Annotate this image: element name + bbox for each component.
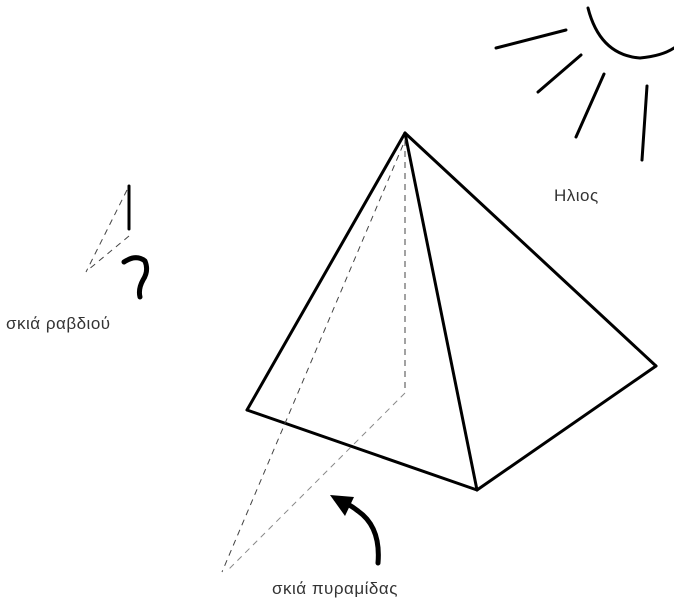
pyramid-shadow-label: σκιά πυραμίδας	[272, 579, 398, 598]
sun-icon	[494, 6, 674, 162]
pyramid-base-front-right	[475, 364, 658, 492]
sun-ray-4	[640, 84, 649, 162]
sun-arc	[586, 6, 674, 60]
stick-shadow-label: σκιά ραβδιού	[6, 314, 111, 333]
pyramid-edge-front	[403, 131, 479, 492]
stick-shadow-arrow-icon	[121, 255, 150, 300]
pyramid-sun-ray	[221, 144, 404, 573]
stick-group	[85, 184, 150, 300]
sun-label: Ηλιος	[554, 186, 599, 205]
sun-ray-3	[574, 72, 606, 139]
pyramid-shadow-arrowhead	[330, 495, 354, 516]
pyramid-shadow-lines	[221, 144, 406, 573]
pyramid-edge-right	[403, 131, 658, 368]
pyramid-shadow-line	[227, 392, 406, 571]
stick-sun-ray	[85, 189, 128, 273]
sun-ray-1	[494, 28, 568, 50]
pyramid-base-front-left	[245, 408, 479, 492]
pyramid-edge-left	[245, 131, 407, 412]
stick-shadow-line	[87, 235, 130, 271]
sun-ray-2	[536, 53, 583, 94]
